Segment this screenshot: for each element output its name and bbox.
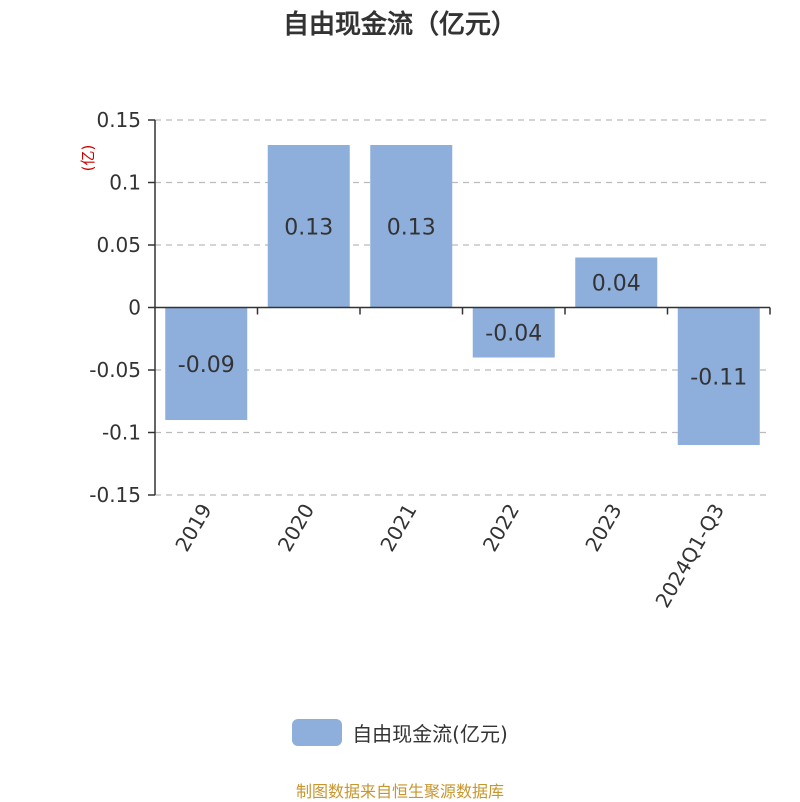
x-tick-label: 2024Q1-Q3 <box>650 500 729 612</box>
bar <box>165 307 248 420</box>
bar <box>677 307 760 445</box>
x-tick-label: 2022 <box>478 500 524 556</box>
bar <box>575 257 658 308</box>
data-label: 0.13 <box>387 215 436 240</box>
grid-lines <box>155 119 770 496</box>
x-tick-label: 2021 <box>375 500 421 556</box>
y-tick-label: 0.15 <box>96 108 141 132</box>
x-tick-label: 2019 <box>170 500 216 556</box>
x-tick-label: 2023 <box>580 500 626 556</box>
data-labels: -0.09 0.13 0.13 -0.04 0.04 -0.11 <box>178 215 747 390</box>
legend-label: 自由现金流(亿元) <box>352 722 508 746</box>
source-note: 制图数据来自恒生聚源数据库 <box>295 782 504 801</box>
y-tick-label: 0 <box>128 296 141 320</box>
bars <box>165 145 760 445</box>
x-tick-label: 2020 <box>273 500 319 556</box>
bar <box>370 145 453 308</box>
data-label: -0.04 <box>485 322 542 347</box>
bar <box>267 145 350 308</box>
chart-title: 自由现金流（亿元） <box>282 10 517 40</box>
legend-swatch <box>292 719 343 746</box>
bar <box>472 307 555 358</box>
data-label: 0.13 <box>284 215 333 240</box>
y-tick-label: -0.15 <box>89 483 141 507</box>
legend[interactable]: 自由现金流(亿元) <box>0 718 800 747</box>
data-label: 0.04 <box>592 272 641 297</box>
y-tick-label: -0.1 <box>102 421 141 445</box>
y-tick-label: -0.05 <box>89 358 141 382</box>
data-label: -0.09 <box>178 353 235 378</box>
y-tick-label: 0.05 <box>96 233 141 257</box>
y-tick-label: 0.1 <box>109 171 141 195</box>
y-axis-label: (亿) <box>79 145 97 172</box>
data-label: -0.11 <box>690 365 747 390</box>
